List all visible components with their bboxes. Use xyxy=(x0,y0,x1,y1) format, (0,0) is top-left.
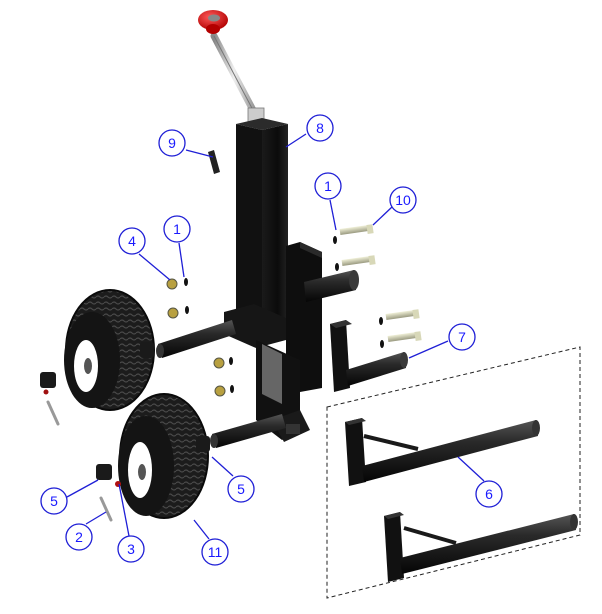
svg-text:11: 11 xyxy=(208,544,223,560)
svg-text:1: 1 xyxy=(324,178,332,194)
svg-text:6: 6 xyxy=(485,486,493,502)
fork-bracket xyxy=(330,320,408,392)
svg-text:9: 9 xyxy=(168,135,176,151)
callout-3: 3 xyxy=(117,535,145,563)
svg-text:5: 5 xyxy=(237,481,245,497)
svg-text:4: 4 xyxy=(128,233,136,249)
wheel-rear xyxy=(64,289,155,411)
dashed-group-box xyxy=(326,346,581,599)
callout-11: 11 xyxy=(201,538,229,566)
wheel-front xyxy=(118,393,209,519)
svg-text:3: 3 xyxy=(127,541,135,557)
handle-assembly xyxy=(198,10,265,127)
callout-1-right: 1 xyxy=(314,172,342,200)
bolts-and-washers xyxy=(333,224,422,348)
callout-5-right: 5 xyxy=(227,475,255,503)
lower-axle xyxy=(210,414,286,448)
nuts-and-washers xyxy=(166,278,234,397)
fork-arm-lower xyxy=(384,512,578,582)
callout-2: 2 xyxy=(65,523,93,551)
callouts xyxy=(66,133,485,540)
main-column xyxy=(224,118,322,442)
fork-arm-upper xyxy=(345,418,540,486)
svg-text:5: 5 xyxy=(50,493,58,509)
svg-text:10: 10 xyxy=(395,192,411,208)
label-plate xyxy=(208,150,220,174)
pins-and-clips xyxy=(43,389,121,522)
callout-1-left: 1 xyxy=(163,215,191,243)
callout-8: 8 xyxy=(306,114,334,142)
callout-7: 7 xyxy=(448,323,476,351)
callout-10: 10 xyxy=(389,186,417,214)
svg-text:1: 1 xyxy=(173,221,181,237)
red-knob-icon xyxy=(198,10,228,34)
side-axle xyxy=(304,270,359,302)
upper-axle xyxy=(156,320,236,358)
callout-6: 6 xyxy=(475,480,503,508)
callout-4: 4 xyxy=(118,227,146,255)
callout-9: 9 xyxy=(158,129,186,157)
spacers xyxy=(40,342,210,480)
svg-text:7: 7 xyxy=(458,329,466,345)
svg-text:8: 8 xyxy=(316,120,324,136)
svg-text:2: 2 xyxy=(75,529,83,545)
callout-5-left: 5 xyxy=(40,487,68,515)
